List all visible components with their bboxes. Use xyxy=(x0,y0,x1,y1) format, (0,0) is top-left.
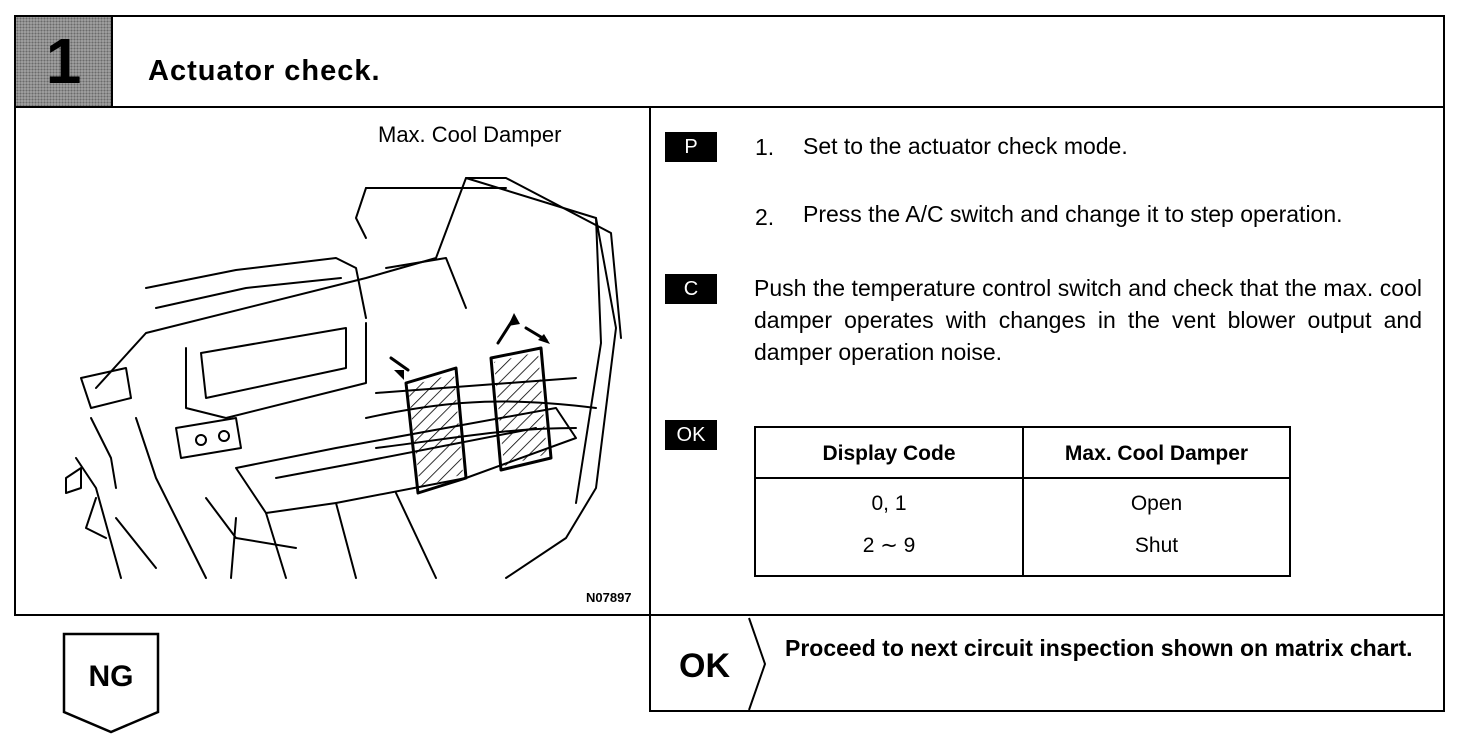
table-header-display-code: Display Code xyxy=(822,442,956,465)
step-1-text: Set to the actuator check mode. xyxy=(803,133,1128,159)
chevron-right-icon xyxy=(748,617,767,711)
ok-result-panel: OK Proceed to next circuit inspection sh… xyxy=(649,614,1445,712)
step-1-number: 1. xyxy=(755,134,775,160)
figure-code: N07897 xyxy=(586,590,632,605)
ng-result-marker xyxy=(62,632,160,734)
step-number: 1 xyxy=(45,25,82,97)
ok-result-label: OK xyxy=(679,647,730,685)
table-header-divider xyxy=(756,477,1289,479)
step-number-box: 1 xyxy=(16,17,113,106)
table-cell-damper-row1: Open xyxy=(1130,492,1183,515)
ok-result-text: Proceed to next circuit inspection shown… xyxy=(785,635,1413,661)
heater-unit-diagram xyxy=(65,177,622,579)
step-2-text: Press the A/C switch and change it to st… xyxy=(803,201,1343,227)
table-header-damper: Max. Cool Damper xyxy=(1064,442,1249,465)
figure-panel: Max. Cool Damper xyxy=(14,106,651,616)
ok-badge: OK xyxy=(665,420,717,450)
table-cell-code-row1: 0, 1 xyxy=(871,492,907,515)
result-table: Display Code Max. Cool Damper 0, 1 Open … xyxy=(754,426,1291,577)
prep-badge: P xyxy=(665,132,717,162)
check-badge: C xyxy=(665,274,717,304)
table-cell-code-row2: 2 ∼ 9 xyxy=(862,534,916,557)
step-header: 1 Actuator check. xyxy=(14,15,1445,108)
check-text: Push the temperature control switch and … xyxy=(754,275,1422,365)
instruction-panel: P 1. Set to the actuator check mode. 2. … xyxy=(649,106,1445,616)
table-cell-damper-row2: Shut xyxy=(1134,534,1179,557)
page-title: Actuator check. xyxy=(148,55,381,87)
figure-label: Max. Cool Damper xyxy=(378,122,562,147)
step-2-number: 2. xyxy=(755,204,775,230)
ng-result-label: NG xyxy=(88,660,134,693)
table-column-divider xyxy=(1022,428,1024,575)
